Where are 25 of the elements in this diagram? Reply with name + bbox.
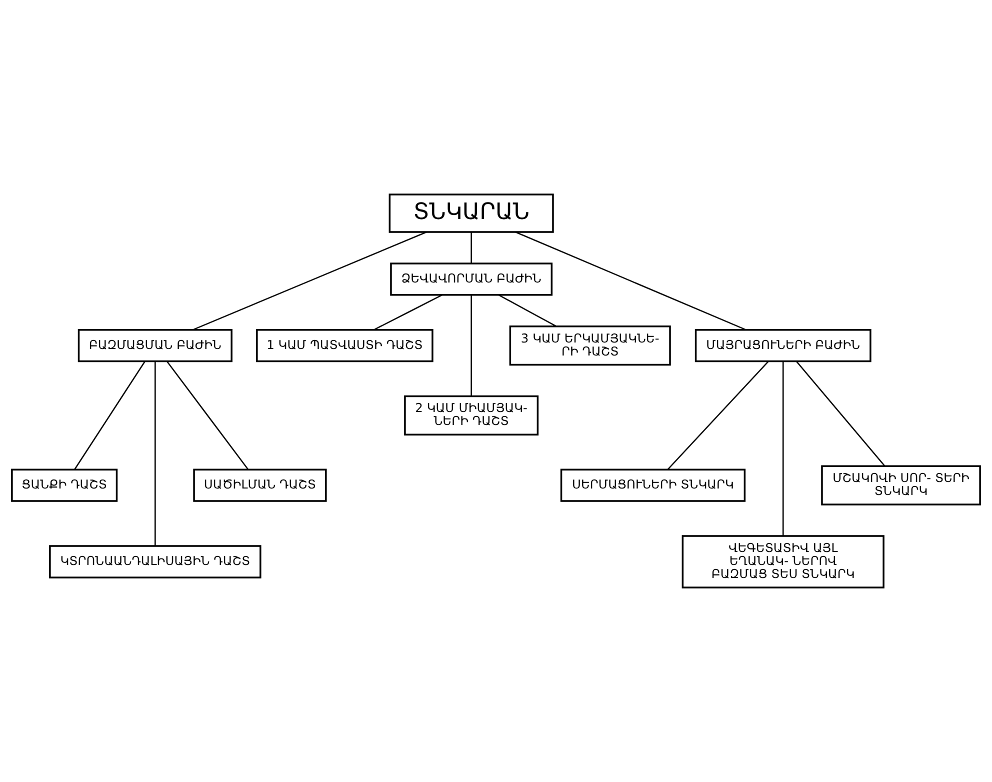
node-box: 2 ԿԱՄ ՄԻԱՄՅԱԿ- ՆԵՐԻ ԴԱՇՏ [404,395,539,436]
node-box: ՄԱՅՐԱՑՈՒՆԵՐԻ ԲԱԺԻՆ [694,329,872,362]
node-box: 1 ԿԱՄ ՊԱՏՎԱՍՏԻ ԴԱՇՏ [256,329,434,362]
connector [782,361,784,536]
connector [192,231,427,330]
connector [374,294,442,330]
connector [154,361,156,546]
node-box: 3 ԿԱՄ ԵՐԿԱՄՅԱԿՆԵ- ՐԻ ԴԱՇՏ [509,326,671,366]
node-box: ԲԱԶՄԱՑՄԱՆ ԲԱԺԻՆ [78,329,232,362]
connector [74,360,146,470]
node-box: ՄՇԱԿՈՎԻ ՍՈՐ- ՏԵՐԻ ՏՆԿԱՐԿ [821,465,981,506]
connector [470,295,472,396]
node-box: ԿՏՐՈՆԱԱՆԴԱԼԻՍԱՅԻՆ ԴԱՇՏ [49,545,262,578]
connector [667,360,769,470]
node-box: ՍԱԾԻԼՄԱՆ ԴԱՇՏ [193,468,327,502]
connector [796,360,886,466]
connector [515,231,746,330]
node-box: ՁԵՎԱՎՈՐՄԱՆ ԲԱԺԻՆ [390,262,553,296]
connector [470,232,472,264]
connector [166,360,249,470]
node-box: ՑԱՆՔԻ ԴԱՇՏ [11,468,118,502]
node-box: ՏՆԿԱՐԱՆ [388,194,554,233]
connector [498,294,557,327]
node-box: ՎԵԳԵՏԱՏԻՎ ԱՅԼ ԵՂԱՆԱԿ- ՆԵՐՈՎ ԲԱԶՄԱՑ ՏԵՍ ՏՆԿԱՐԿ [682,535,884,588]
node-box: ՍԵՐՄԱՑՈՒՆԵՐԻ ՏՆԿԱՐԿ [560,468,746,502]
